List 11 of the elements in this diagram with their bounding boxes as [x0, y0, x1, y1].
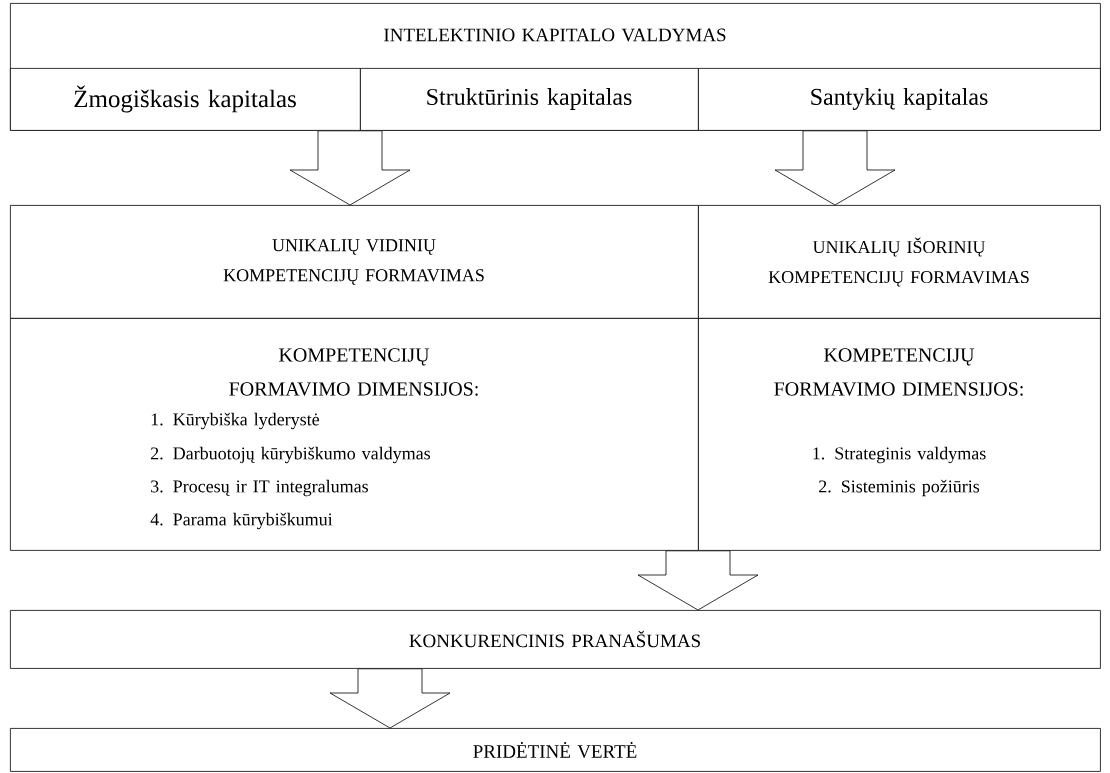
text-box: UNIKALIŲ VIDINIŲ KOMPETENCIJŲ FORMAVIMAS	[10, 205, 699, 319]
block-arrow	[289, 130, 411, 206]
text-box: KONKURENCINIS PRANAŠUMAS	[10, 610, 1101, 669]
text-box: Struktūrinis kapitalas	[360, 68, 699, 131]
text-box: UNIKALIŲ IŠORINIŲ KOMPETENCIJŲ FORMAVIMAS	[698, 205, 1101, 319]
block-arrow	[774, 130, 896, 206]
block-arrow	[637, 550, 759, 611]
block-arrow	[329, 668, 451, 729]
text-box: Žmogiškasis kapitalas	[10, 68, 361, 131]
text-box: Santykių kapitalas	[698, 68, 1101, 131]
text-box: PRIDĖTINĖ VERTĖ	[10, 728, 1101, 772]
